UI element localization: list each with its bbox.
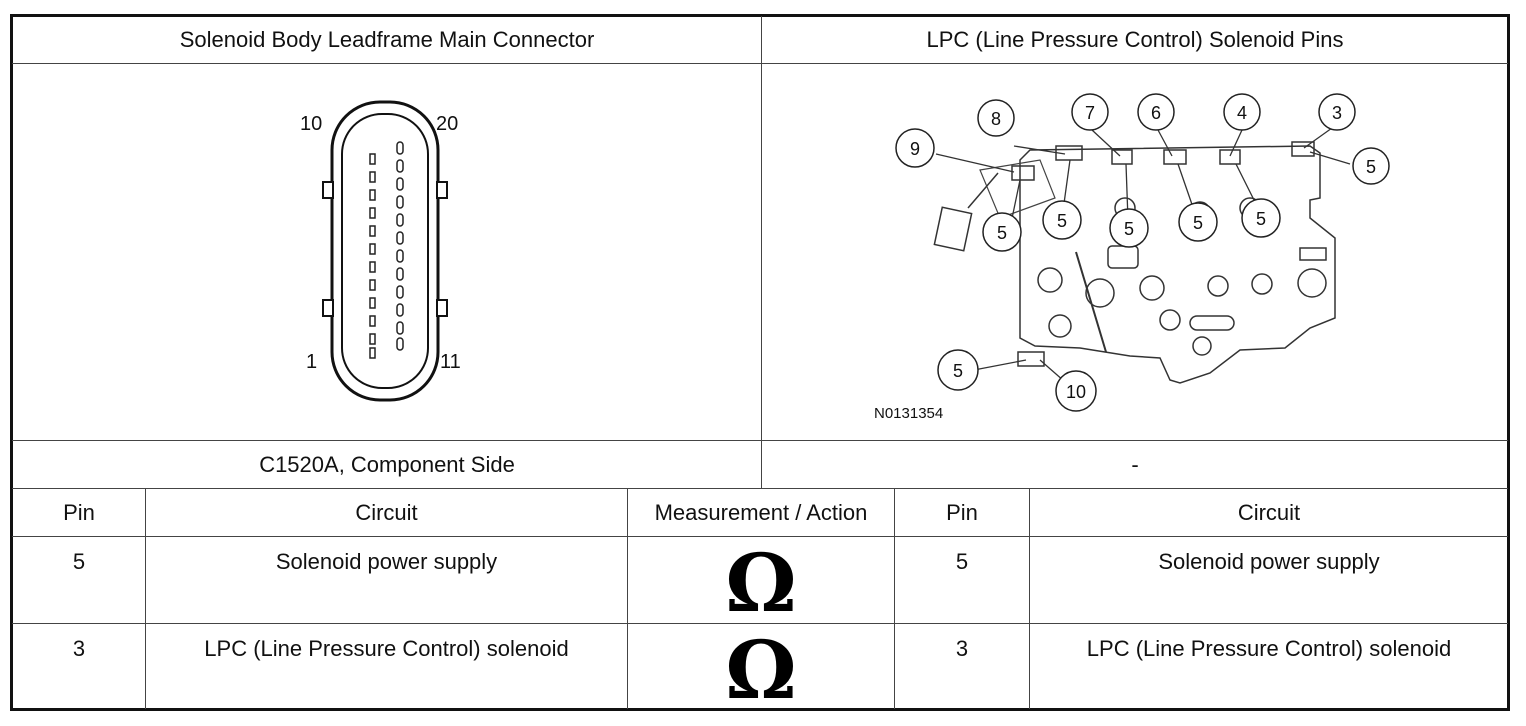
svg-text:7: 7 (1085, 103, 1095, 123)
row-1-measurement: Ω (628, 537, 894, 623)
svg-text:10: 10 (1066, 382, 1086, 402)
column-header-circuit-a: Circuit (355, 499, 418, 525)
column-header-pin-a: Pin (63, 499, 95, 525)
callout-6: 6 (1137, 93, 1175, 131)
callout-5-b: 5 (1042, 200, 1082, 240)
ohm-icon: Ω (725, 536, 797, 630)
callout-5-d: 5 (1178, 202, 1218, 242)
svg-text:4: 4 (1237, 103, 1247, 123)
callout-3: 3 (1318, 93, 1356, 131)
callout-5-bottom: 5 (937, 349, 979, 391)
callout-5-a: 5 (982, 212, 1022, 252)
pin-label-20: 20 (436, 113, 458, 135)
divider-header (12, 63, 1508, 64)
left-diagram-title: Solenoid Body Leadframe Main Connector (179, 27, 595, 52)
pinout-table-frame (10, 14, 1510, 711)
callout-5-right: 5 (1352, 147, 1390, 185)
connector-outer-shell (330, 100, 440, 402)
row-1-pin-b: 5 (955, 549, 969, 574)
callout-5-c: 5 (1109, 208, 1149, 248)
svg-text:6: 6 (1151, 103, 1161, 123)
figure-id: N0131354 (874, 405, 943, 422)
connector-left-tab-upper (322, 181, 334, 199)
callout-7: 7 (1071, 93, 1109, 131)
divider-col-2 (627, 488, 628, 709)
connector-right-tab-lower (436, 299, 448, 317)
divider-caption (12, 488, 1508, 489)
row-2-circuit-b: LPC (Line Pressure Control) solenoid (1086, 636, 1452, 661)
svg-text:5: 5 (1057, 211, 1067, 231)
column-header-circuit-b: Circuit (1237, 499, 1301, 525)
divider-col-1 (145, 488, 146, 709)
divider-col-4 (1029, 488, 1030, 709)
svg-text:5: 5 (1193, 213, 1203, 233)
left-diagram-caption: C1520A, Component Side (259, 451, 515, 477)
callout-9: 9 (895, 128, 935, 168)
solenoid-body-diagram: 8 7 6 4 3 9 5 5 5 5 5 5 (874, 93, 1390, 422)
row-2-pin-b: 3 (955, 636, 969, 661)
svg-text:3: 3 (1332, 103, 1342, 123)
callout-5-e: 5 (1241, 198, 1281, 238)
connector-inner-shell (341, 113, 429, 389)
svg-text:8: 8 (991, 109, 1001, 129)
pin-label-11: 11 (440, 351, 461, 373)
svg-text:5: 5 (997, 223, 1007, 243)
divider-row-1 (12, 623, 1508, 624)
valve-body-plate-outline (1019, 145, 1336, 384)
right-diagram-title: LPC (Line Pressure Control) Solenoid Pin… (926, 27, 1344, 52)
svg-text:5: 5 (953, 361, 963, 381)
svg-text:9: 9 (910, 139, 920, 159)
row-1-pin-a: 5 (72, 549, 86, 574)
connector-diagram: 10 20 1 11 (300, 100, 461, 402)
right-diagram-caption: - (1131, 451, 1139, 477)
connector-pin-column-right (396, 141, 404, 351)
connector-right-tab-upper (436, 181, 448, 199)
callout-4: 4 (1223, 93, 1261, 131)
solenoid-connector-tabs (1011, 141, 1327, 367)
row-2-circuit-a: LPC (Line Pressure Control) solenoid (204, 636, 569, 661)
row-2-measurement: Ω (628, 624, 894, 710)
divider-columns (12, 536, 1508, 537)
divider-diagrams (12, 440, 1508, 441)
row-1-circuit-b: Solenoid power supply (1158, 549, 1380, 574)
connector-left-tab-lower (322, 299, 334, 317)
divider-col-3 (894, 488, 895, 709)
connector-pin-column-left (369, 153, 376, 359)
row-2-pin-a: 3 (72, 636, 86, 661)
svg-text:5: 5 (1366, 157, 1376, 177)
svg-text:5: 5 (1256, 209, 1266, 229)
pin-label-10: 10 (300, 113, 322, 135)
callout-8: 8 (977, 99, 1015, 137)
callout-10: 10 (1055, 370, 1097, 412)
ohm-icon: Ω (725, 623, 797, 717)
pin-label-1: 1 (306, 351, 317, 373)
column-header-measurement: Measurement / Action (654, 499, 868, 525)
column-header-pin-b: Pin (946, 499, 978, 525)
svg-text:5: 5 (1124, 219, 1134, 239)
row-1-circuit-a: Solenoid power supply (275, 549, 498, 574)
divider-mid-top (761, 16, 762, 489)
